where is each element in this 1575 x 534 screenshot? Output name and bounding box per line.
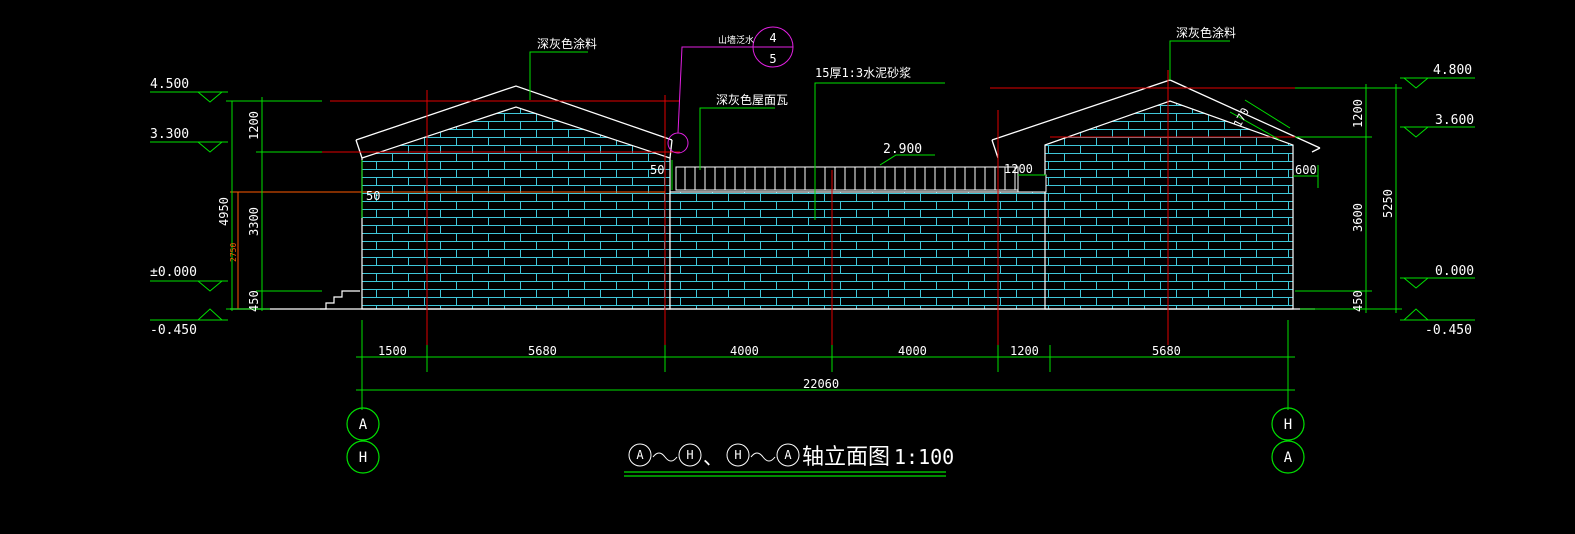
label-gable: 山墙泛水 [718, 34, 754, 46]
axis-lines [320, 70, 1330, 345]
horizontal-dim-text: 1500 5680 4000 4000 1200 5680 22060 [378, 344, 1181, 391]
entrance-steps [320, 290, 360, 310]
dim-left-450: 450 [247, 290, 261, 312]
elev-right-4: -0.450 [1425, 323, 1472, 338]
right-gable-wall [1044, 100, 1294, 310]
dim-h-5680a: 5680 [528, 344, 557, 358]
axis-bubbles-right [1271, 407, 1305, 474]
elev-right-1: 4.800 [1433, 63, 1472, 78]
dim-left-small: 2750 [229, 243, 238, 262]
dim-left-total: 4950 [217, 197, 231, 226]
left-vertical-dim-text: 4950 2750 1200 3300 450 [217, 111, 261, 312]
right-vertical-dims [1295, 84, 1402, 313]
elev-left-4: -0.450 [150, 323, 197, 338]
left-vertical-dims [226, 97, 322, 311]
elev-left-2: 3.300 [150, 127, 189, 142]
dim-left-1200: 1200 [247, 111, 261, 140]
title-bubble-4: A [784, 448, 792, 462]
label-1200: 1200 [1004, 162, 1033, 176]
building-wall [361, 100, 1294, 310]
title-bubble-1: A [636, 448, 644, 462]
axis-bubbles-left [346, 407, 380, 474]
ground-line [230, 290, 1315, 310]
label-50a: 50 [650, 163, 664, 177]
label-parapet-level: 2.900 [883, 142, 922, 157]
detail-index-bottom: 5 [769, 52, 776, 66]
elev-left-3: ±0.000 [150, 265, 197, 280]
elev-right-3: 0.000 [1435, 264, 1474, 279]
label-50b: 50 [366, 189, 380, 203]
label-600: 600 [1295, 163, 1317, 177]
right-vertical-dim-text: 1200 3600 450 5250 [1351, 99, 1395, 312]
dim-h-5680b: 5680 [1152, 344, 1181, 358]
elev-right-2: 3.600 [1435, 113, 1474, 128]
axis-bubble-right-2: A [1284, 450, 1293, 466]
title-bubble-2: H [686, 448, 693, 462]
dim-right-3600: 3600 [1351, 203, 1365, 232]
dim-left-3300: 3300 [247, 207, 261, 236]
dim-h-1200: 1200 [1010, 344, 1039, 358]
drawing-title: A H H A 、 轴立面图 1:100 [624, 443, 954, 477]
orange-lines [230, 191, 665, 309]
dim-h-4000b: 4000 [898, 344, 927, 358]
right-elevation-marks [1400, 77, 1475, 321]
small-green-marks [361, 160, 1319, 218]
right-chimney-block [1017, 174, 1047, 193]
middle-low-wall [669, 191, 1051, 310]
gable-leader [667, 26, 794, 154]
title-text: 轴立面图 [802, 445, 890, 470]
left-elevation-marks [150, 91, 228, 321]
dim-h-1500: 1500 [378, 344, 407, 358]
axis-bubble-labels: A H H A [359, 417, 1293, 466]
label-roof-tile: 深灰色屋面瓦 [716, 93, 788, 107]
axis-bubble-right-1: H [1284, 417, 1292, 433]
elev-left-1: 4.500 [150, 77, 189, 92]
right-elevation-text: 4.800 3.600 0.000 -0.450 [1425, 63, 1474, 338]
detail-index-top: 4 [769, 31, 776, 45]
dim-right-450: 450 [1351, 290, 1365, 312]
left-roof [355, 85, 673, 141]
dim-h-4000a: 4000 [730, 344, 759, 358]
label-paint-left: 深灰色涂料 [537, 36, 597, 51]
horizontal-dims [356, 320, 1295, 410]
label-paint-right: 深灰色涂料 [1176, 25, 1236, 40]
left-gable-wall [361, 106, 671, 310]
parapet-railing [675, 166, 1019, 191]
title-scale: 1:100 [894, 445, 954, 469]
axis-bubble-left-1: A [359, 417, 368, 433]
dim-right-1200: 1200 [1351, 99, 1365, 128]
left-elevation-text: 4.500 3.300 ±0.000 -0.450 [150, 77, 197, 338]
title-bubble-3: H [734, 448, 741, 462]
label-mortar: 15厚1:3水泥砂浆 [815, 65, 911, 80]
dim-right-total: 5250 [1381, 189, 1395, 218]
dim-h-total: 22060 [803, 377, 839, 391]
axis-bubble-left-2: H [359, 450, 367, 466]
leaders [529, 40, 1291, 220]
title-separator: 、 [703, 445, 723, 469]
